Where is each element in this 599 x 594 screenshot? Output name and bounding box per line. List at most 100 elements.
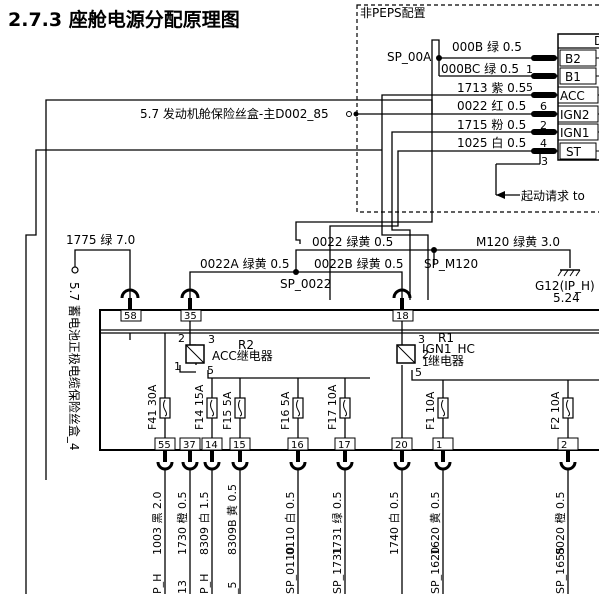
splice-sp0022-dot <box>293 269 299 275</box>
box-bottom-pin: 20 <box>391 437 413 471</box>
fuse-f14: F14 15A <box>193 384 218 430</box>
peps-pin-acc: ACC <box>557 86 599 104</box>
svg-text:F41 30A: F41 30A <box>146 384 159 430</box>
svg-text:B1: B1 <box>565 70 581 84</box>
peps-config-label: 非PEPS配置 <box>360 6 426 20</box>
svg-text:IGN2: IGN2 <box>560 108 589 122</box>
wire-m120-label: M120 绿黄 3.0 <box>476 234 560 249</box>
svg-text:58: 58 <box>124 311 137 322</box>
svg-text:IGN1: IGN1 <box>560 126 589 140</box>
box-bottom-pins: 55 37 14 15 16 17 20 1 2 <box>154 437 579 471</box>
fuse-f16: F16 5A <box>279 391 304 430</box>
box-bottom-pin: 17 <box>334 437 356 471</box>
svg-text:1: 1 <box>174 360 181 373</box>
box-top-pin-18: 18 <box>392 288 414 322</box>
fuse-f1: F1 10A <box>424 391 449 430</box>
splice-sp00a-label: SP_00A <box>387 50 432 64</box>
svg-text:55: 55 <box>158 440 171 451</box>
bottom-splice-label: SP_1620 <box>429 547 442 594</box>
bottom-wire: 1731 绿 0.5SP_1731 <box>330 469 346 594</box>
svg-text:1: 1 <box>422 356 429 369</box>
bottom-wire-label: 8020 橙 0.5 <box>553 492 567 555</box>
svg-text:F2 10A: F2 10A <box>549 391 562 430</box>
splice-spm120-dot <box>431 247 437 253</box>
peps-pin-num-1: 1 <box>526 63 533 76</box>
svg-text:2: 2 <box>422 348 429 361</box>
wire-0022-label: 0022 绿黄 0.5 <box>312 234 393 249</box>
peps-pin-b1: B1 <box>559 67 597 85</box>
svg-text:ACC: ACC <box>560 89 585 103</box>
svg-text:18: 18 <box>396 311 409 322</box>
svg-text:3: 3 <box>208 333 215 346</box>
ground-symbol <box>557 269 581 277</box>
relay-r1-ign1: 3 2 1 5 R1 IGN1_HC 继电器 <box>396 331 475 379</box>
peps-pin-num-2: 2 <box>540 119 547 132</box>
svg-text:37: 37 <box>183 440 196 451</box>
svg-text:F17 10A: F17 10A <box>326 384 339 430</box>
relay-r2-desc: ACC继电器 <box>212 349 273 363</box>
fuse-box-reference: 5.7 发动机舱保险丝盒-主D002_85 <box>140 106 329 121</box>
svg-text:2: 2 <box>561 440 567 451</box>
bottom-wire: 8020 橙 0.5SP_1655 <box>553 469 569 594</box>
svg-text:ST: ST <box>566 145 582 159</box>
box-bottom-pin: 1 <box>432 437 454 471</box>
peps-config-box: 非PEPS配置 D B2 B1 ACC IGN2 IGN1 ST <box>356 4 599 213</box>
peps-pin-st: ST <box>559 142 597 160</box>
page-title: 2.7.3 座舱电源分配原理图 <box>8 8 240 31</box>
svg-text:16: 16 <box>291 440 304 451</box>
svg-text:17: 17 <box>338 440 351 451</box>
bottom-wire: 0110 白 0.5SP_0110 <box>283 469 299 594</box>
box-top-pin-35: 35 <box>180 288 202 322</box>
wire-0022-red-label: 0022 红 0.5 <box>457 98 526 113</box>
peps-pin-num-3: 3 <box>541 155 548 168</box>
battery-cable-ref: 5.7 蓄电池正极电缆保险丝盒_4 <box>67 260 82 451</box>
peps-pin-b2: B2 <box>559 49 597 67</box>
svg-text:20: 20 <box>395 440 408 451</box>
peps-pin-num-6: 6 <box>540 100 547 113</box>
bottom-wire: 1003 黑 2.0P_H <box>151 469 166 594</box>
ground-label: G12(IP_H) <box>535 279 595 293</box>
peps-pin-ign1: IGN1 <box>557 123 599 141</box>
svg-text:2: 2 <box>178 332 185 345</box>
bottom-wire-label: 0110 白 0.5 <box>283 492 297 555</box>
svg-text:14: 14 <box>205 440 218 451</box>
fuse-f2: F2 10A <box>549 391 574 430</box>
wire-0022a-label: 0022A 绿黄 0.5 <box>200 256 289 271</box>
box-bottom-pin: 15 <box>229 437 251 471</box>
bottom-splice-label: P_H <box>198 574 211 594</box>
svg-text:5.7 蓄电池正极电缆保险丝盒_4: 5.7 蓄电池正极电缆保险丝盒_4 <box>67 282 82 451</box>
svg-text:B2: B2 <box>565 52 581 66</box>
svg-text:F1 10A: F1 10A <box>424 391 437 430</box>
splice-sp0022-label: SP_0022 <box>280 277 331 291</box>
svg-text:1: 1 <box>436 440 442 451</box>
peps-pin-ign2: IGN2 <box>557 105 599 123</box>
bottom-wire: 8309 白 1.5P_H <box>197 469 213 594</box>
relay-r1-line: IGN1_HC <box>422 342 475 356</box>
svg-text:F14 15A: F14 15A <box>193 384 206 430</box>
top-feed-wires <box>25 194 571 594</box>
box-bottom-pin: 55 <box>154 437 176 471</box>
bottom-wire-label: 8309 白 1.5 <box>197 492 211 555</box>
bottom-wire-label: 1620 黄 0.5 <box>428 492 442 555</box>
peps-pin-num-4: 4 <box>540 137 547 150</box>
svg-text:3: 3 <box>418 333 425 346</box>
bottom-splice-label: SP_1731 <box>331 547 344 594</box>
wire-1713-label: 1713 紫 0.5 <box>457 81 526 95</box>
ground-reference: 5.24 <box>553 291 580 305</box>
bottom-wire: 1740 白 0.5 <box>387 469 403 594</box>
wire-1025-label: 1025 白 0.5 <box>457 135 526 150</box>
box-bottom-pin: 37 <box>179 437 201 471</box>
peps-pin-num-5: 5 <box>526 81 533 94</box>
bottom-splice-label: 13 <box>176 580 189 594</box>
wire-000bc-label: 000BC 绿 0.5 <box>441 61 519 76</box>
relay-r2-acc: 2 3 1 5 R2 ACC继电器 <box>174 332 273 377</box>
peps-feed-wires <box>35 39 450 300</box>
bottom-wire: 8309B 黄 0.5_5 <box>225 469 241 594</box>
wire-0022b-label: 0022B 绿黄 0.5 <box>314 256 404 271</box>
bottom-splice-label: SP_1655 <box>554 547 567 594</box>
bottom-splice-label: P_H <box>151 574 164 594</box>
bottom-splice-label: _5 <box>226 582 239 594</box>
svg-text:35: 35 <box>184 311 197 322</box>
box-bottom-pin: 16 <box>287 437 309 471</box>
